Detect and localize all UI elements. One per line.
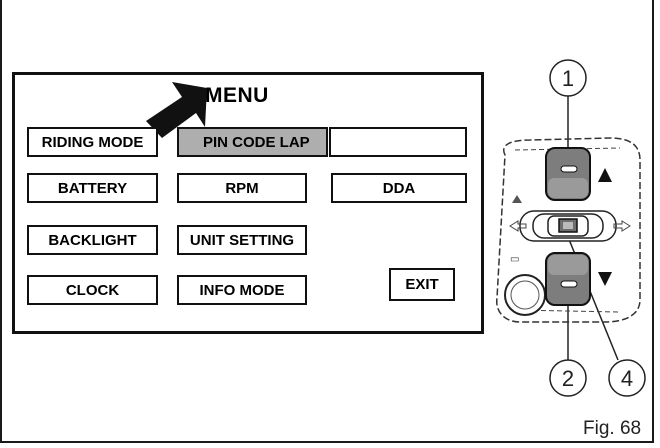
dda-button[interactable]: DDA bbox=[331, 173, 467, 203]
menu-title: MENU bbox=[205, 84, 269, 107]
exit-button[interactable]: EXIT bbox=[389, 268, 455, 301]
pin-code-lap-button[interactable]: PIN CODE LAP bbox=[177, 127, 328, 157]
battery-button[interactable]: BATTERY bbox=[27, 173, 158, 203]
blank-menu-slot[interactable] bbox=[329, 127, 467, 157]
clock-button[interactable]: CLOCK bbox=[27, 275, 158, 305]
figure-frame bbox=[0, 0, 654, 443]
riding-mode-button[interactable]: RIDING MODE bbox=[27, 127, 158, 157]
unit-setting-button[interactable]: UNIT SETTING bbox=[177, 225, 307, 255]
rpm-button[interactable]: RPM bbox=[177, 173, 307, 203]
info-mode-button[interactable]: INFO MODE bbox=[177, 275, 307, 305]
figure-label: Fig. 68 bbox=[583, 418, 642, 439]
backlight-button[interactable]: BACKLIGHT bbox=[27, 225, 158, 255]
